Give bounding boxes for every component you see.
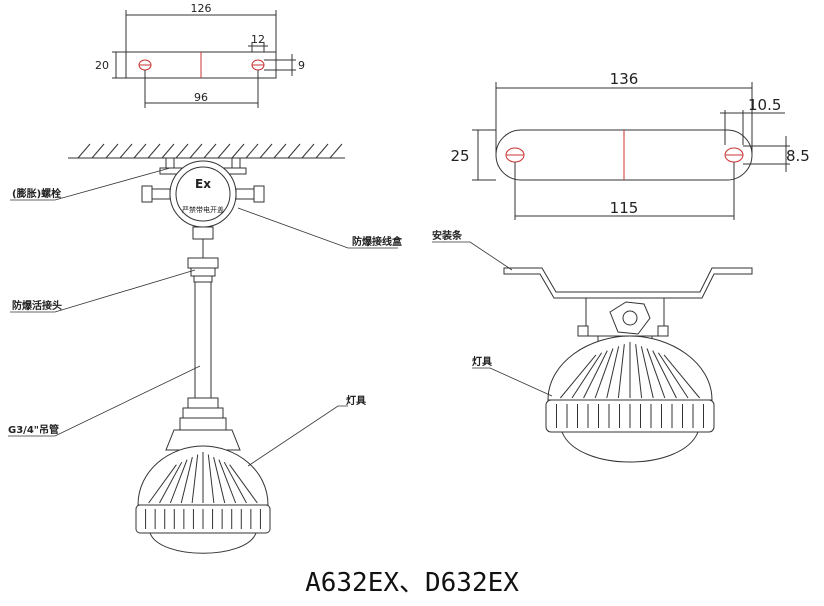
dome-rib [159,461,183,504]
small-bracket-hole-label: 12 [251,33,265,46]
ceiling-hatch-line [91,143,105,159]
dome-rib [594,348,614,399]
ceiling-hatch-line [147,143,161,159]
ceiling-hatch-line [217,143,231,159]
dome-rib [148,464,177,504]
dome-rib [229,464,258,504]
dome-rib [617,344,625,399]
ceiling-hatch-line [287,143,301,159]
ceiling-hatch-line [329,143,343,159]
callout-mount-strip: 安装条 [432,229,463,242]
large-bracket-spacing-label: 115 [610,199,639,217]
small-bracket-width-label: 20 [95,59,109,72]
dome-rib [191,454,199,504]
pendant-assembly [135,157,271,554]
right-callout-leaders [432,241,553,397]
callout-union: 防爆活接头 [12,299,62,312]
dome-rib [652,350,677,399]
ceiling-hatch-line [105,143,119,159]
ceiling-hatch-line [77,143,91,159]
dome-rib [571,352,603,399]
ceiling-hatch-line [133,143,147,159]
small-bracket-edge-label: 9 [298,59,305,72]
ceiling-hatch-line [273,143,287,159]
small-bracket-length-label: 126 [191,2,212,15]
dome-rib [663,354,701,399]
dome-rib [213,456,226,504]
union-fitting [187,257,219,269]
ceiling-hatch-line [231,143,245,159]
small-bracket [112,10,296,108]
dome-rib [606,346,620,399]
dome-rib [640,346,654,399]
junction-box [169,160,237,228]
left-callout-leaders [8,167,398,467]
junction-box-warning: 严禁带电开盖 [182,205,224,214]
ceiling-hatch-line [315,143,329,159]
large-bracket [472,82,790,220]
mounting-strip [503,267,753,299]
ceiling-hatch-line [175,143,189,159]
dome-rib [223,461,247,504]
suspension-pipe [194,281,212,399]
dome-rib [646,348,666,399]
callout-lamp-left: 灯具 [346,394,366,407]
dome-rib [583,350,608,399]
ceiling-hatch-line [203,143,217,159]
dome-rib [559,354,597,399]
large-bracket-width-label: 25 [450,147,469,165]
dome-rib [180,456,193,504]
dome-rib [635,344,643,399]
large-bracket-length-label: 136 [610,70,639,88]
callout-junction-box: 防爆接线盒 [352,235,403,248]
dome-rib [657,352,689,399]
ceiling-hatch-line [189,143,203,159]
dome-rib [207,454,215,504]
dome-rib [169,459,188,504]
dome-rib [218,459,237,504]
ceiling-hatch-line [161,143,175,159]
junction-box-ex-mark: Ex [195,177,211,191]
ceiling-hatch-line [119,143,133,159]
callout-lamp-right: 灯具 [472,355,492,368]
bracket-mount-assembly [503,267,753,463]
callout-bolt: (膨胀)螺栓 [12,187,61,200]
model-caption: A632EX、D632EX [305,568,519,598]
ceiling [68,143,345,159]
ceiling-hatch-line [245,143,259,159]
small-bracket-spacing-label: 96 [194,91,208,104]
large-bracket-hole-label: 10.5 [748,96,781,114]
ceiling-hatch-line [301,143,315,159]
large-bracket-edge-label: 8.5 [786,147,810,165]
ceiling-hatch-line [259,143,273,159]
callout-pipe: G3/4"吊管 [8,423,59,436]
